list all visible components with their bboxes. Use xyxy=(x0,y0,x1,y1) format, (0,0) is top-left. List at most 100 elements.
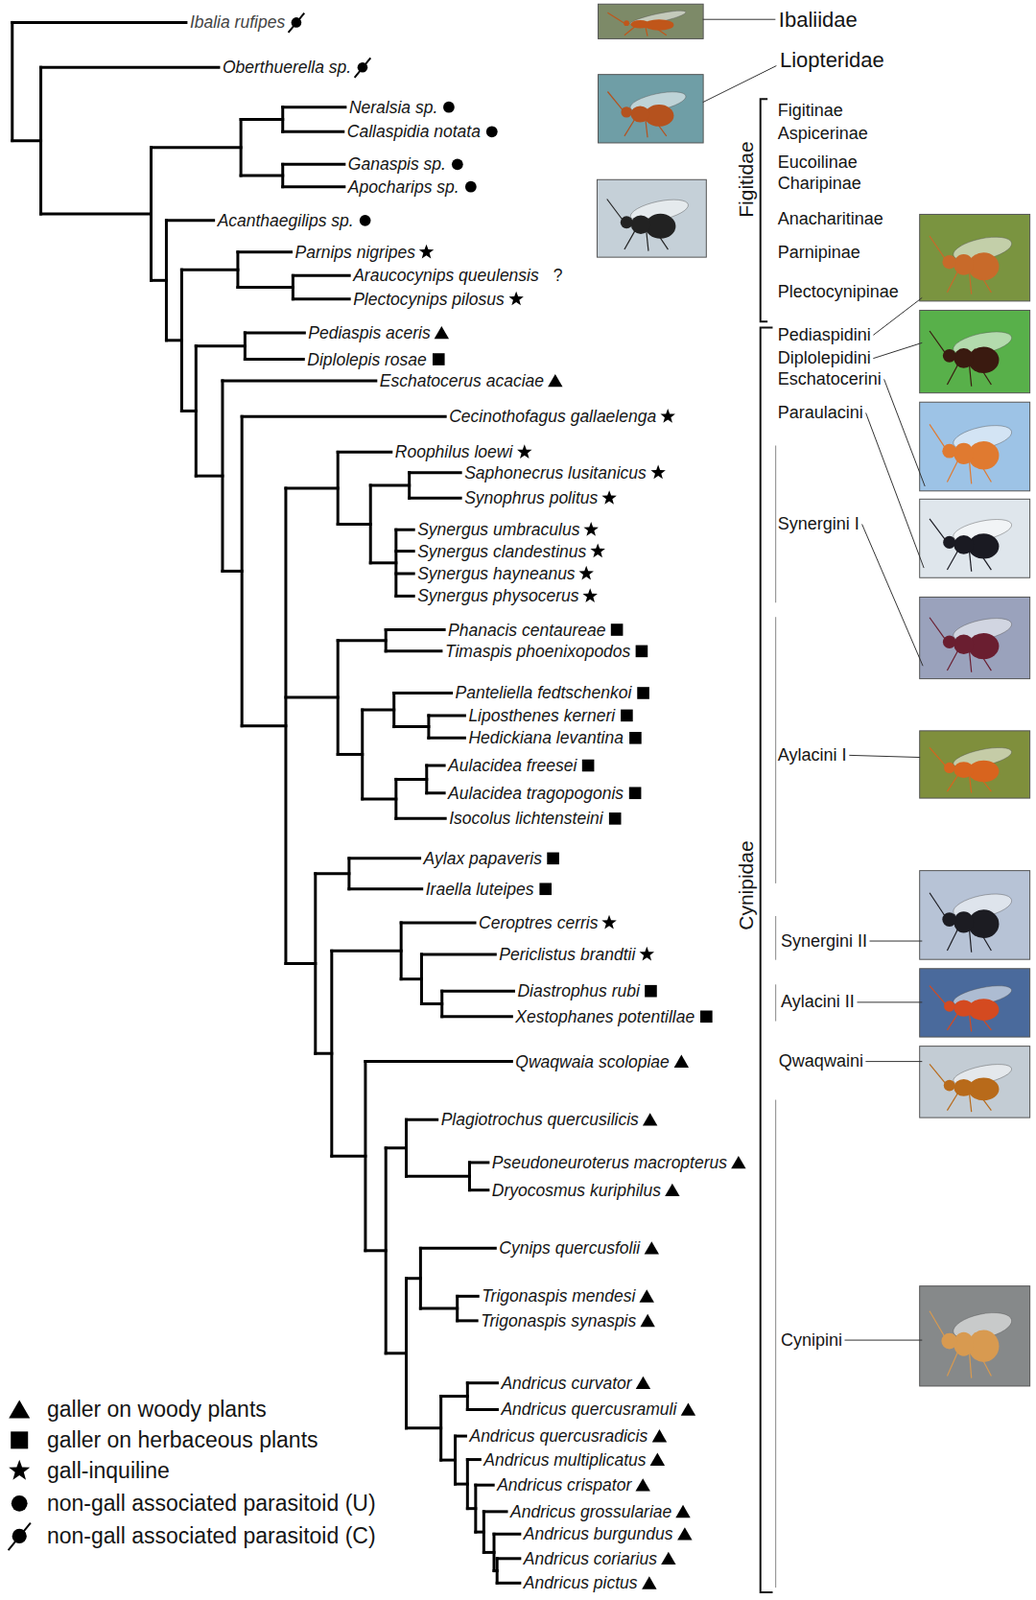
clade-label: Qwaqwaini xyxy=(778,1051,864,1072)
taxon-label: Qwaqwaia scolopiae xyxy=(515,1052,670,1072)
trait-symbol xyxy=(642,1112,658,1126)
head xyxy=(941,1333,958,1350)
tree-branch xyxy=(165,218,213,222)
trait-symbol xyxy=(700,1010,713,1023)
tree-branch xyxy=(475,1530,485,1534)
tree-branch xyxy=(370,561,397,565)
wasp-photo xyxy=(919,309,1031,393)
trait-symbol xyxy=(629,786,642,800)
taxon-label: Ganaspis sp. xyxy=(348,154,447,174)
trait-symbol xyxy=(8,1523,30,1550)
trait-symbol xyxy=(639,1289,655,1302)
trait-symbol xyxy=(443,101,455,114)
clade-label: Aspicerinae xyxy=(777,123,869,144)
trait-symbol xyxy=(508,291,523,307)
wasp-photo xyxy=(919,498,1031,578)
trait-symbol xyxy=(660,1552,676,1565)
clade-label: Synergini II xyxy=(780,931,868,952)
legend-text: non-gall associated parasitoid (C) xyxy=(47,1523,377,1549)
trait-symbol xyxy=(601,915,616,930)
antenna xyxy=(607,12,625,24)
tree-branch xyxy=(365,1059,512,1063)
family-label: Cynipidae xyxy=(734,840,758,930)
tree-branch xyxy=(150,279,166,283)
taxon-label: Synergus umbraculus xyxy=(417,519,580,540)
taxon-label: Trigonaspis mendesi xyxy=(481,1286,636,1306)
tree-branch xyxy=(394,725,429,729)
leader-line xyxy=(884,379,925,487)
head xyxy=(620,215,634,229)
trait-symbol xyxy=(675,1505,690,1518)
legend-text: gall-inquiline xyxy=(47,1458,170,1484)
taxon-label: Liposthenes kerneri xyxy=(468,706,615,726)
photo-frame xyxy=(919,213,1031,301)
tribe-bracket xyxy=(775,617,777,884)
leader-line xyxy=(866,1060,922,1062)
tree-branch xyxy=(331,949,401,953)
trait-symbol xyxy=(11,1495,28,1512)
photo-frame xyxy=(598,3,705,39)
tree-branch xyxy=(405,1276,421,1280)
trait-symbol xyxy=(601,490,616,505)
tree-branch xyxy=(282,130,344,134)
head xyxy=(620,106,632,118)
leader-line xyxy=(873,298,922,335)
tree-branch xyxy=(349,887,423,891)
tree-branch xyxy=(394,691,452,695)
taxon-label: Aulacidea tragopogonis xyxy=(447,783,624,803)
family-label: Figitidae xyxy=(734,141,758,218)
tree-branch xyxy=(396,594,414,598)
tree-branch xyxy=(349,856,421,860)
head xyxy=(942,635,957,649)
trait-symbol xyxy=(681,1402,696,1415)
wasp-photo xyxy=(919,730,1031,799)
photo-frame xyxy=(919,1046,1031,1118)
tree-branch xyxy=(244,330,305,334)
leader-line xyxy=(845,1340,922,1342)
tree-branch xyxy=(405,1118,437,1122)
tree-branch xyxy=(421,1002,442,1006)
tree-branch xyxy=(496,1581,520,1585)
tree-branch xyxy=(337,753,363,756)
clade-label: Diplolepidini xyxy=(777,348,872,369)
tree-branch xyxy=(315,1052,332,1056)
taxon-label: Synergus physocerus xyxy=(417,586,579,606)
thorax xyxy=(953,1079,974,1097)
taxon-label: Eschatocerus acaciae xyxy=(379,371,544,391)
taxon-label: Ibalia rufipes xyxy=(189,12,285,32)
tree-branch xyxy=(337,638,386,642)
tree-branch xyxy=(467,1458,480,1461)
tree-branch xyxy=(292,274,350,278)
trait-symbol xyxy=(546,852,560,866)
trait-symbol xyxy=(730,1155,746,1169)
tree-branch xyxy=(292,297,350,301)
taxon-label: Cecinothofagus gallaelenga xyxy=(448,406,657,426)
trait-symbol xyxy=(644,985,658,998)
taxon-label: ? xyxy=(553,265,564,285)
wasp-photo xyxy=(919,213,1031,301)
taxon-label: Oberthuerella sp. xyxy=(222,57,352,77)
head xyxy=(943,1080,956,1092)
taxon-label: Plectocynips pilosus xyxy=(353,289,505,309)
tree-branch xyxy=(441,1459,456,1462)
taxon-label: Ceroptres cerris xyxy=(478,913,598,933)
tree-branch xyxy=(385,1351,406,1355)
leader-line xyxy=(849,754,920,757)
leader-line xyxy=(866,413,924,568)
tree-branch xyxy=(241,724,286,728)
tree-branch xyxy=(405,1426,441,1430)
tree-branch xyxy=(195,474,223,478)
taxon-label: Xestophanes potentillae xyxy=(515,1007,695,1027)
tree-branch xyxy=(285,962,316,966)
tree-branch xyxy=(222,378,377,382)
trait-symbol xyxy=(451,158,464,170)
taxon-label: Diastrophus rubi xyxy=(517,981,639,1001)
tree-branch xyxy=(442,989,515,993)
tree-branch xyxy=(396,528,414,532)
trait-symbol xyxy=(547,374,563,387)
trait-symbol xyxy=(635,645,649,659)
trait-symbol xyxy=(609,812,622,825)
taxon-label: Isocolus lichtensteini xyxy=(448,808,604,828)
tree-branch xyxy=(396,549,414,553)
leg xyxy=(624,26,636,36)
